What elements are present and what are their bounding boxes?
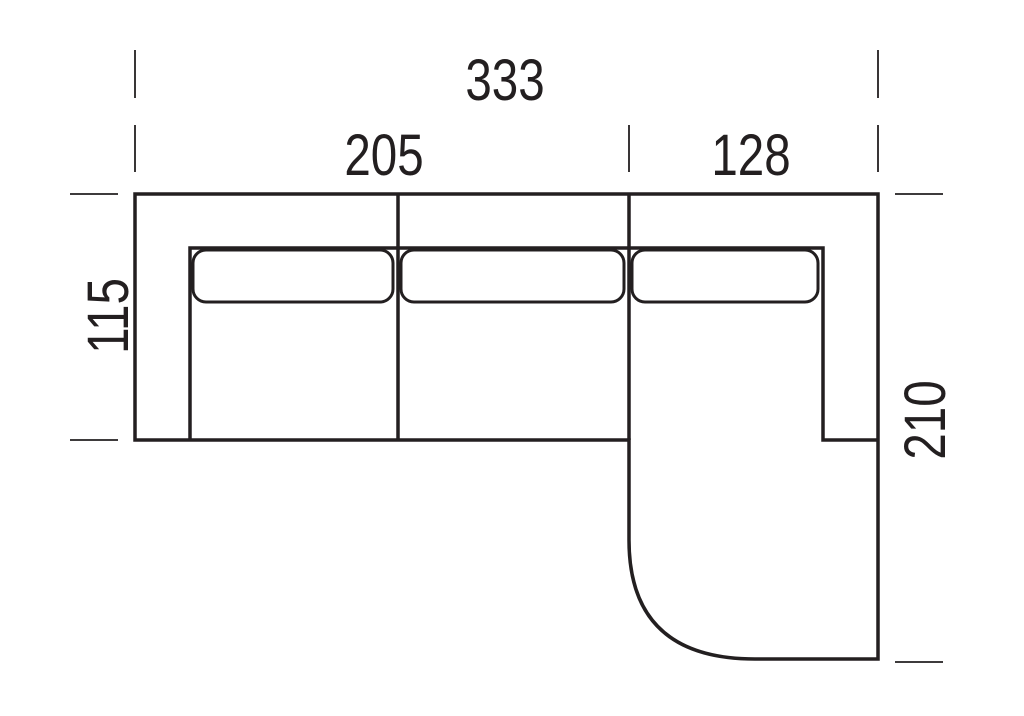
side-dimension-ticks xyxy=(70,193,943,663)
chaise-length-label: 210 xyxy=(894,380,959,459)
back-cushion-3 xyxy=(630,248,820,304)
sofa-width-label: 205 xyxy=(344,124,423,189)
sofa-outer-outline xyxy=(133,192,880,661)
chaise-width-label: 128 xyxy=(711,124,790,189)
backrest-inner-line xyxy=(188,246,878,442)
back-cushion-1 xyxy=(191,248,395,304)
sofa-depth-label: 115 xyxy=(77,278,142,354)
back-cushion-2 xyxy=(399,248,626,304)
total-width-label: 333 xyxy=(465,49,544,114)
top-dimension-ticks xyxy=(134,50,879,172)
